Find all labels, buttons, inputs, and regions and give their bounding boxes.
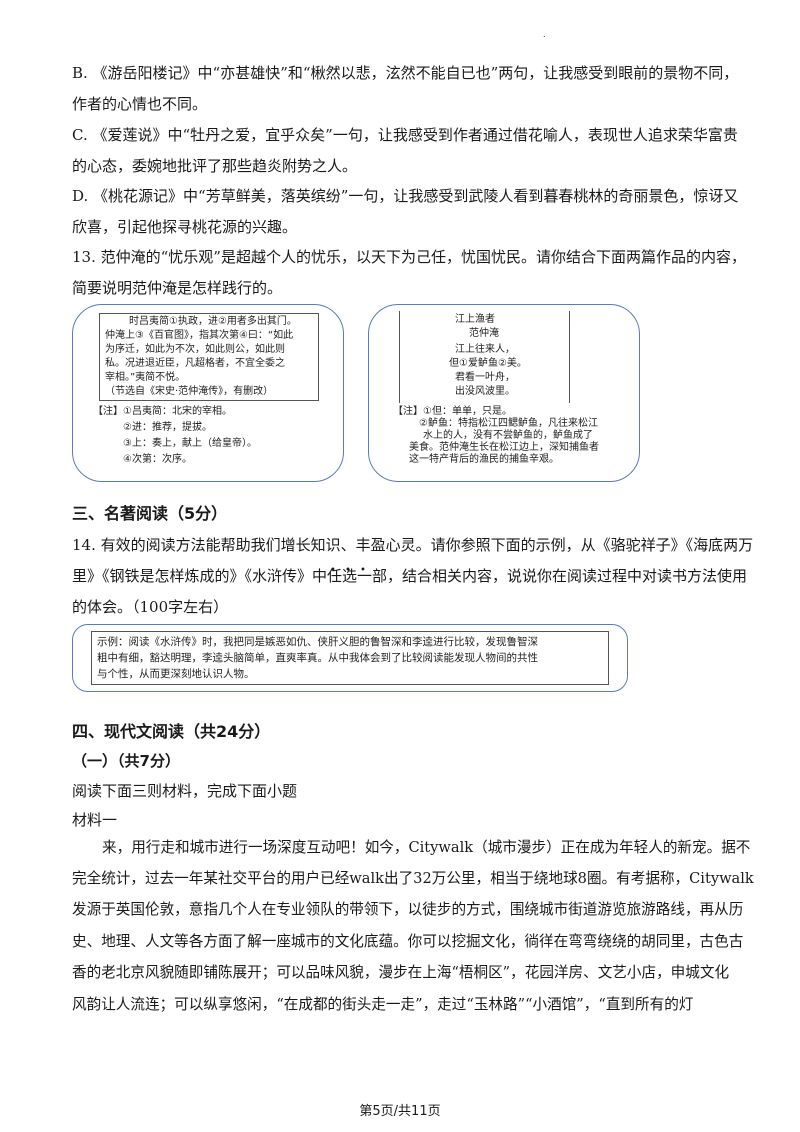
emphasis-dot: • [360, 565, 366, 576]
example-line: 与个性，从而更深刻地认识人物。 [97, 668, 255, 680]
material-paragraph-line: 发源于英国伦敦，意指几个人在专业领队的带领下，以徒步的方式，围绕城市街道游览旅游… [72, 901, 744, 918]
poem-line: 但①爱鲈鱼②美。 [449, 358, 527, 369]
q13-line2: 简要说明范仲淹是怎样践行的。 [72, 279, 283, 297]
option-c-line2: 的心态，委婉地批评了那些趋炎附势之人。 [72, 157, 358, 175]
passage-left-line: 时吕夷简①执政，进②用者多出其门。 [129, 316, 297, 327]
material-paragraph-line: 史、地理、人文等各方面了解一座城市的文化底蕴。你可以挖掘文化，徜徉在弯弯绕绕的胡… [72, 933, 744, 950]
passage-left-text-frame [99, 313, 319, 401]
passage-right-note: ②鲈鱼：特指松江四鳃鲈鱼，凡往来松江 [419, 418, 598, 429]
material-paragraph-line: 来，用行走和城市进行一场深度互动吧！如今，Citywalk（城市漫步）正在成为年… [102, 839, 751, 856]
passage-right-note: 水上的人，没有不尝鲈鱼的，鲈鱼成了 [423, 430, 593, 441]
passage-right-note: 【注】①但：单单，只是。 [393, 406, 512, 417]
passage-left-line: 宰相。”夷简不悦。 [105, 372, 186, 383]
option-c-line1: C. 《爱莲说》中“牡丹之爱，宜乎众矣”一句，让我感受到作者通过借花喻人，表现世… [72, 126, 738, 144]
option-b-line1: B. 《游岳阳楼记》中“亦甚雄快”和“楸然以悲，泫然不能自已也”两句，让我感受到… [72, 64, 739, 82]
poem-author: 范仲淹 [469, 328, 499, 339]
example-line: 示例：阅读《水浒传》时，我把同是嫉恶如仇、侠肝义胆的鲁智深和李逵进行比较，发现鲁… [97, 636, 538, 648]
q14-line3: 的体会。（100字左右） [72, 598, 229, 616]
poem-title: 江上渔者 [455, 314, 495, 325]
passage-right-box: 江上渔者 范仲淹 江上往来人， 但①爱鲈鱼②美。 君看一叶舟， 出没风波里。 【… [368, 304, 640, 482]
option-b-line2: 作者的心情也不同。 [72, 95, 208, 113]
q13-line1: 13. 范仲淹的“忧乐观”是超越个人的忧乐，以天下为己任，忧国忧民。请你结合下面… [72, 248, 746, 266]
passage-left-box: 时吕夷简①执政，进②用者多出其门。 仲淹上③《百官图》，指其次第④曰：“如此 为… [72, 304, 344, 482]
passage-left-note: ③上：奏上，献上（给皇帝）。 [123, 438, 257, 449]
material-paragraph-line: 香的老北京风貌随即铺陈展开；可以品味风貌，漫步在上海“梧桐区”，花园洋房、文艺小… [72, 964, 730, 981]
material-paragraph-line: 风韵让人流连；可以纵享悠闲，“在成都的街头走一走”，走过“玉林路”“小酒馆”，“… [72, 996, 694, 1013]
passage-left-note: 【注】①吕夷简：北宋的宰相。 [93, 406, 232, 417]
example-box: 示例：阅读《水浒传》时，我把同是嫉恶如仇、侠肝义胆的鲁智深和李逵进行比较，发现鲁… [72, 624, 628, 692]
passage-right-divider-right [569, 311, 570, 403]
poem-line: 江上往来人， [455, 344, 515, 355]
section4-heading: 四、现代文阅读（共24分） [72, 722, 271, 741]
passage-right-note: 这一特产背后的渔民的捕鱼辛艰。 [409, 454, 559, 465]
passage-right-divider-left [399, 311, 400, 403]
q14-emphasis: 任选一••• [327, 565, 372, 585]
passage-left-line: （节选自《宋史·范仲淹传》，有删改） [105, 386, 274, 397]
emphasis-dot: • [345, 565, 351, 576]
material-paragraph-line: 完全统计，过去一年某社交平台的用户已经walk出了32万公里，相当于绕地球8圈。… [72, 870, 754, 887]
material-label: 材料一 [72, 811, 118, 829]
q14-line2-part-a: 里》《钢铁是怎样炼成的》《水浒传》中 [72, 567, 328, 585]
poem-line: 君看一叶舟， [455, 372, 515, 383]
reading-instruction: 阅读下面三则材料，完成下面小题 [72, 782, 298, 800]
page-number: 第5页/共11页 [359, 1104, 441, 1119]
q14-line1: 14. 有效的阅读方法能帮助我们增长知识、丰盈心灵。请你参照下面的示例，从《骆驼… [72, 536, 754, 554]
passage-left-line: 仲淹上③《百官图》，指其次第④曰：“如此 [105, 330, 294, 341]
poem-line: 出没风波里。 [455, 386, 515, 397]
passage-left-note: ②进：推荐，提拔。 [123, 422, 212, 433]
example-text-frame [91, 631, 609, 685]
section4-sub-heading: （一）（共7分） [72, 752, 180, 770]
emphasis-dot: • [330, 565, 336, 576]
option-d-line2: 欣喜，引起他探寻桃花源的兴趣。 [72, 218, 298, 236]
passage-left-line: 为序迁，如此为不次，如此则公，如此则 [105, 344, 285, 355]
q14-line2: 里》《钢铁是怎样炼成的》《水浒传》中任选一•••部，结合相关内容，说说你在阅读过… [72, 565, 748, 586]
q14-line2-part-c: 部，结合相关内容，说说你在阅读过程中对读书方法使用 [372, 567, 748, 585]
option-d-line1: D. 《桃花源记》中“芳草鲜美，落英缤纷”一句，让我感受到武陵人看到暮春桃林的奇… [72, 187, 739, 205]
passage-left-line: 私。况进退近臣，凡超格者，不宜全委之 [105, 358, 285, 369]
example-line: 粗中有细，豁达明理，李逵头脑简单，直爽率真。从中我体会到了比较阅读能发现人物间的… [97, 652, 538, 664]
passage-left-note: ④次第：次序。 [123, 454, 192, 465]
corner-mark: . [543, 30, 546, 39]
section3-heading: 三、名著阅读（5分） [72, 504, 228, 523]
passage-right-note: 美食。范仲淹生长在松江边上，深知捕鱼者 [409, 442, 599, 453]
